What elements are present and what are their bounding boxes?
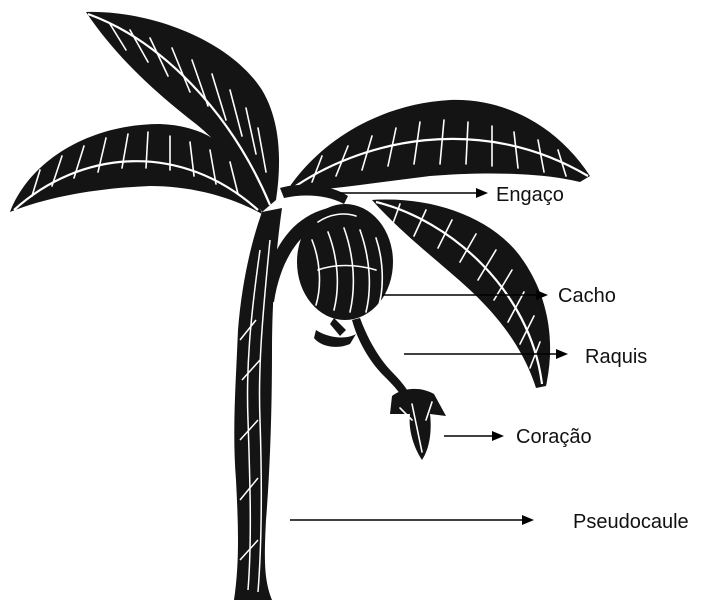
arrow-engaco <box>340 188 488 198</box>
pseudostem <box>234 208 282 600</box>
banana-plant-illustration <box>10 12 590 600</box>
arrow-pseudocaule <box>290 515 534 525</box>
banana-bunch <box>297 204 393 347</box>
label-cacho: Cacho <box>558 285 616 307</box>
leaf-right-drooping <box>372 199 550 388</box>
arrow-coracao <box>444 431 504 441</box>
label-engaco: Engaço <box>496 184 564 206</box>
label-raquis: Raquis <box>585 346 647 368</box>
label-pseudocaule: Pseudocaule <box>573 511 689 533</box>
leaf-right-upper <box>286 100 590 192</box>
label-coracao: Coração <box>516 426 592 448</box>
banana-heart <box>390 389 446 460</box>
